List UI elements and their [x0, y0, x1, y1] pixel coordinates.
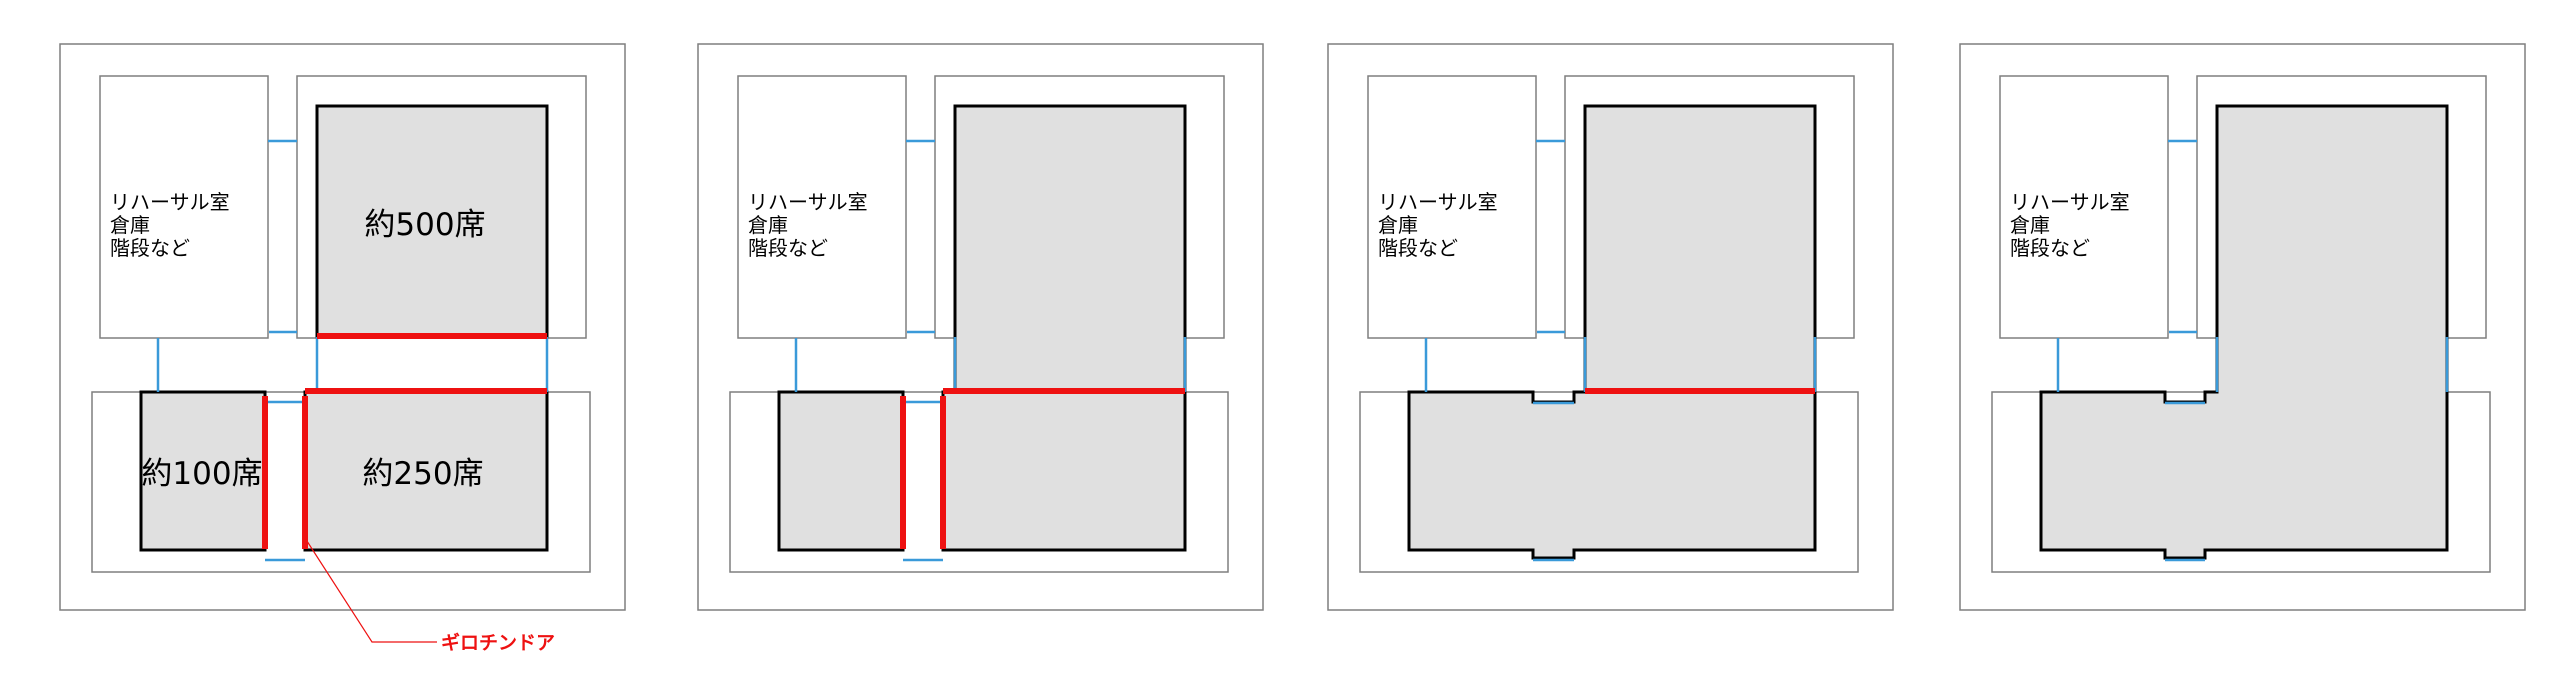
corridors: [156, 139, 549, 562]
rehearsal-label-line: 階段など: [748, 236, 828, 260]
callout-label: ギロチンドア: [441, 632, 555, 654]
guillotine-door-callout: ギロチンドア: [304, 537, 555, 654]
rehearsal-label: リハーサル室 倉庫 階段など: [748, 190, 874, 260]
rehearsal-label-line: 階段など: [110, 236, 190, 260]
seat-label-medium: 約250席: [362, 456, 483, 492]
panel-3: リハーサル室 倉庫 階段など: [1327, 43, 1894, 611]
rehearsal-room: [1999, 75, 2169, 339]
rehearsal-label-line: 倉庫: [2010, 213, 2050, 237]
rehearsal-label: リハーサル室 倉庫 階段など: [1378, 190, 1504, 260]
corridors: [2056, 139, 2449, 562]
callout-leader: [304, 537, 437, 643]
hall-combined: [1407, 104, 1817, 560]
rehearsal-room: [737, 75, 907, 339]
hall-small: [777, 390, 905, 552]
guillotine-doors: [262, 333, 547, 549]
hall-small: [139, 390, 267, 552]
hall-combined: [2039, 104, 2449, 560]
panel-4: リハーサル室 倉庫 階段など: [1959, 43, 2526, 611]
rehearsal-label-line: 倉庫: [1378, 213, 1418, 237]
rehearsal-label: リハーサル室 倉庫 階段など: [110, 190, 236, 260]
rehearsal-label-line: リハーサル室: [748, 190, 868, 214]
guillotine-doors: [900, 388, 1185, 549]
rehearsal-label-line: リハーサル室: [1378, 190, 1498, 214]
corridors: [1424, 139, 1817, 562]
panel-1: リハーサル室 倉庫 階段など 約500席 約250席 約100席 ギロチンドア: [59, 43, 626, 654]
rehearsal-room: [1367, 75, 1537, 339]
panel-2: リハーサル室 倉庫 階段など: [697, 43, 1264, 611]
rehearsal-label: リハーサル室 倉庫 階段など: [2010, 190, 2136, 260]
rehearsal-label-line: 倉庫: [110, 213, 150, 237]
rehearsal-label-line: 階段など: [1378, 236, 1458, 260]
rehearsal-label-line: リハーサル室: [110, 190, 230, 214]
hall-large: [315, 104, 549, 339]
rehearsal-label-line: 階段など: [2010, 236, 2090, 260]
rehearsal-label-line: リハーサル室: [2010, 190, 2130, 214]
rehearsal-label-line: 倉庫: [748, 213, 788, 237]
seat-label-small: 約100席: [141, 456, 262, 492]
corridors: [794, 139, 1187, 562]
hall-combined: [941, 104, 1187, 552]
rehearsal-room: [99, 75, 269, 339]
seat-label-large: 約500席: [364, 207, 485, 243]
